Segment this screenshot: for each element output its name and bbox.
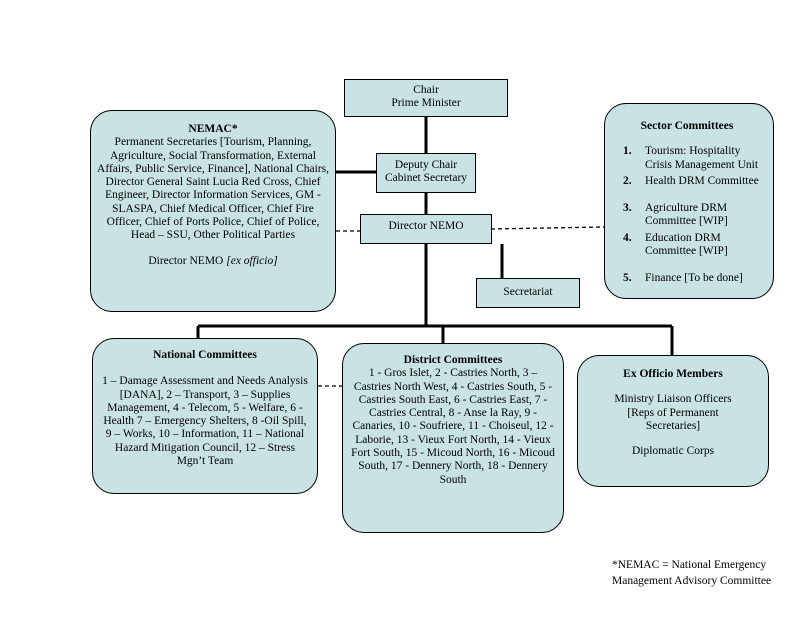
sector-item-3: 3. Agriculture DRM Committee [WIP] [623, 202, 765, 229]
sector-item-text: Finance [To be done] [645, 272, 743, 285]
director-nemo-box: Director NEMO [360, 214, 492, 244]
district-committees-box: District Committees 1 - Gros Islet, 2 - … [342, 343, 564, 533]
nemac-director-line: Director NEMO [ex officio] [97, 255, 329, 268]
sector-item-2: 2. Health DRM Committee [623, 175, 765, 188]
ex-officio-title: Ex Officio Members [623, 368, 723, 380]
sector-item-number: 2. [623, 174, 632, 187]
deputy-title: Deputy Chair [394, 159, 458, 171]
chair-title: Chair [413, 84, 439, 96]
district-committee-list: 1 - Gros Islet, 2 - Castries North, 3 – … [351, 367, 555, 486]
sector-item-text: Health DRM Committee [645, 174, 759, 187]
sector-item-text: Agriculture DRM Committee [WIP] [645, 202, 728, 228]
sector-list: 1. Tourism: Hospitality Crisis Management… [609, 145, 765, 285]
national-title: National Committees [153, 349, 257, 361]
sector-item-4: 4. Education DRM Committee [WIP] [623, 232, 765, 259]
sector-item-text: Tourism: Hospitality Crisis Management U… [645, 145, 759, 171]
secretariat-box: Secretariat [476, 278, 580, 308]
nemac-director-prefix: Director NEMO [148, 254, 227, 267]
district-title: District Committees [403, 354, 503, 366]
director-sector-dashed [490, 226, 605, 230]
chair-name: Prime Minister [391, 97, 461, 110]
national-committee-list: 1 – Damage Assessment and Needs Analysis… [102, 375, 308, 468]
sector-item-number: 3. [623, 202, 632, 215]
sector-item-number: 1. [623, 145, 632, 158]
sector-title: Sector Committees [640, 120, 734, 132]
sector-item-number: 4. [623, 231, 632, 244]
national-committees-box: National Committees 1 – Damage Assessmen… [92, 338, 318, 494]
footnote-line-2: Management Advisory Committee [612, 575, 772, 587]
ex-officio-liaison: Ministry Liaison Officers [Reps of Perma… [614, 393, 732, 432]
sector-item-number: 5. [623, 272, 632, 285]
footnote-line-1: *NEMAC = National Emergency [612, 559, 767, 571]
nemac-footnote: *NEMAC = National Emergency Management A… [612, 557, 771, 589]
sector-item-5: 5. Finance [To be done] [623, 272, 765, 285]
sector-item-1: 1. Tourism: Hospitality Crisis Management… [623, 145, 765, 172]
deputy-name: Cabinet Secretary [384, 172, 468, 185]
ex-officio-diplomatic: Diplomatic Corps [631, 445, 715, 458]
nemac-box: NEMAC* Permanent Secretaries [Tourism, P… [90, 110, 336, 312]
secretariat-label: Secretariat [503, 286, 553, 298]
sector-item-text: Education DRM Committee [WIP] [645, 231, 728, 258]
nemac-title: NEMAC* [188, 123, 238, 135]
sector-committees-box: Sector Committees 1. Tourism: Hospitality… [604, 103, 774, 299]
director-nemo-label: Director NEMO [388, 220, 464, 232]
nemac-members: Permanent Secretaries [Tourism, Planning… [97, 136, 329, 242]
nemac-director-suffix: [ex officio] [226, 254, 278, 267]
ex-officio-box: Ex Officio Members Ministry Liaison Offi… [577, 355, 769, 487]
chair-box: Chair Prime Minister [344, 79, 508, 117]
deputy-chair-box: Deputy Chair Cabinet Secretary [376, 153, 476, 193]
